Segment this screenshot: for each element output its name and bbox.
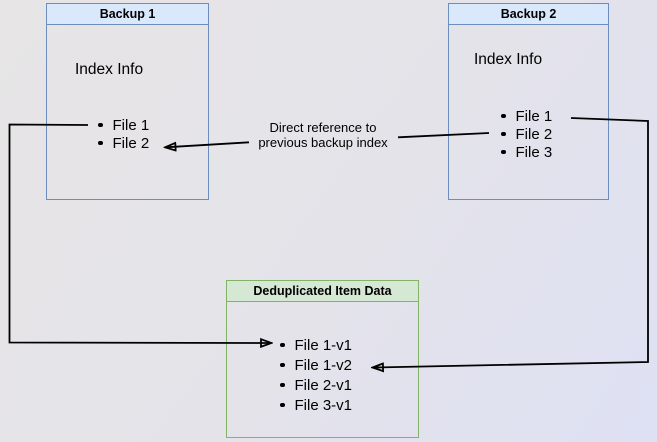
dedup-node: Deduplicated Item Data File 1-v1 File 1-…: [226, 280, 419, 438]
list-item: File 3-v1: [280, 395, 352, 415]
bullet-icon: [280, 342, 285, 348]
list-item: File 2: [98, 134, 149, 152]
list-item: File 2-v1: [280, 375, 352, 395]
list-item: File 3: [501, 143, 552, 161]
file-version-label: File 1-v2: [294, 356, 353, 374]
backup2-index-info-label: Index Info: [474, 51, 543, 68]
backup1-node: Backup 1 Index Info File 1 File 2: [46, 3, 209, 200]
file-version-label: File 1-v1: [294, 336, 353, 354]
backup1-title: Backup 1: [47, 4, 208, 25]
bullet-icon: [280, 382, 285, 388]
file-label: File 1: [112, 116, 150, 134]
file-label: File 2: [112, 134, 150, 152]
list-item: File 1-v2: [280, 355, 352, 375]
edge-label-line1: Direct reference to: [269, 120, 377, 135]
backup1-file-list: File 1 File 2: [98, 116, 149, 152]
list-item: File 1-v1: [280, 335, 352, 355]
bullet-icon: [280, 402, 285, 408]
backup2-node: Backup 2 Index Info File 1 File 2 File 3: [448, 3, 609, 200]
dedup-title: Deduplicated Item Data: [227, 281, 418, 302]
direct-reference-edge-label: Direct reference to previous backup inde…: [250, 120, 396, 150]
edge-label-line2: previous backup index: [258, 134, 388, 150]
bullet-icon: [98, 122, 103, 128]
bullet-icon: [501, 131, 506, 137]
list-item: File 1: [501, 107, 552, 125]
file-version-label: File 2-v1: [294, 376, 353, 394]
file-label: File 2: [515, 125, 553, 143]
list-item: File 1: [98, 116, 149, 134]
dedup-item-list: File 1-v1 File 1-v2 File 2-v1 File 3-v1: [280, 335, 352, 415]
backup2-file-list: File 1 File 2 File 3: [501, 107, 552, 161]
bullet-icon: [280, 362, 285, 368]
backup1-index-info-label: Index Info: [75, 61, 144, 78]
backup2-title: Backup 2: [449, 4, 608, 25]
bullet-icon: [98, 140, 103, 146]
bullet-icon: [501, 113, 506, 119]
bullet-icon: [501, 149, 506, 155]
list-item: File 2: [501, 125, 552, 143]
file-label: File 3: [515, 143, 553, 161]
file-version-label: File 3-v1: [294, 396, 353, 414]
file-label: File 1: [515, 107, 553, 125]
